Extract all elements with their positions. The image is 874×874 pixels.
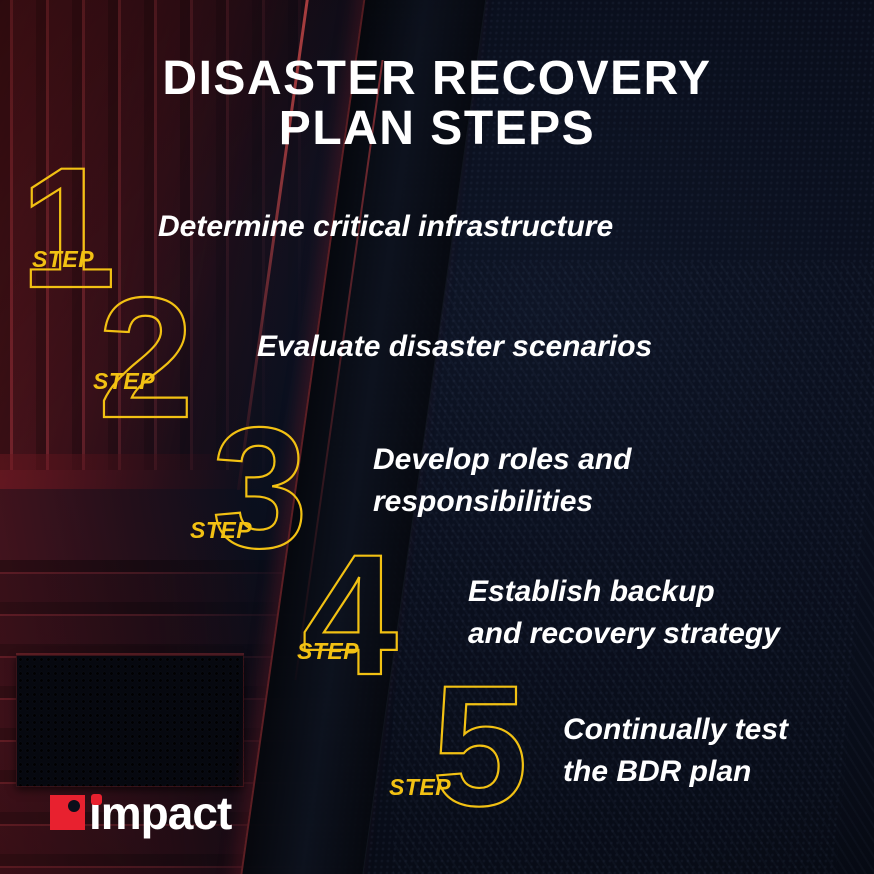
impact-wordmark-text: impact xyxy=(89,787,232,839)
title-line-1: DISASTER RECOVERY xyxy=(162,52,712,105)
background-vent-panel xyxy=(16,655,244,787)
step-4-label: STEP xyxy=(297,638,360,664)
step-1-text: Determine critical infrastructure xyxy=(158,206,613,248)
step-5-number-outline: 5 xyxy=(431,650,529,842)
step-5-text-line-2: the BDR plan xyxy=(563,755,752,788)
page-title: DISASTER RECOVERY PLAN STEPS xyxy=(0,54,874,154)
step-4-text-line-2: and recovery strategy xyxy=(468,617,780,650)
step-5-text: Continually test the BDR plan xyxy=(563,709,788,793)
step-1-label: STEP xyxy=(32,246,95,272)
step-4-text: Establish backup and recovery strategy xyxy=(468,571,780,655)
step-2-text-line-1: Evaluate disaster scenarios xyxy=(257,330,653,363)
impact-logo-dot-icon xyxy=(68,800,80,812)
step-5-label: STEP xyxy=(389,774,452,800)
impact-wordmark: impact xyxy=(89,787,232,839)
step-2-number-outline: 2 xyxy=(97,262,195,454)
step-2-label: STEP xyxy=(93,368,156,394)
step-3-text-line-2: responsibilities xyxy=(373,485,594,518)
step-1-text-line-1: Determine critical infrastructure xyxy=(158,210,614,243)
impact-wordmark-i-dot-icon xyxy=(91,794,102,805)
title-line-2: PLAN STEPS xyxy=(278,102,596,155)
impact-logo: impact xyxy=(50,787,232,839)
step-5-text-line-1: Continually test xyxy=(563,713,789,746)
impact-logo-square-icon xyxy=(50,795,85,830)
step-3-label: STEP xyxy=(190,517,253,543)
step-4-number-outline: 4 xyxy=(301,519,399,711)
step-3-number-outline: 3 xyxy=(211,392,309,584)
step-3-text: Develop roles and responsibilities xyxy=(373,439,631,523)
step-2-text: Evaluate disaster scenarios xyxy=(257,326,652,368)
step-3-text-line-1: Develop roles and xyxy=(373,443,632,476)
step-4-text-line-1: Establish backup xyxy=(468,575,715,608)
